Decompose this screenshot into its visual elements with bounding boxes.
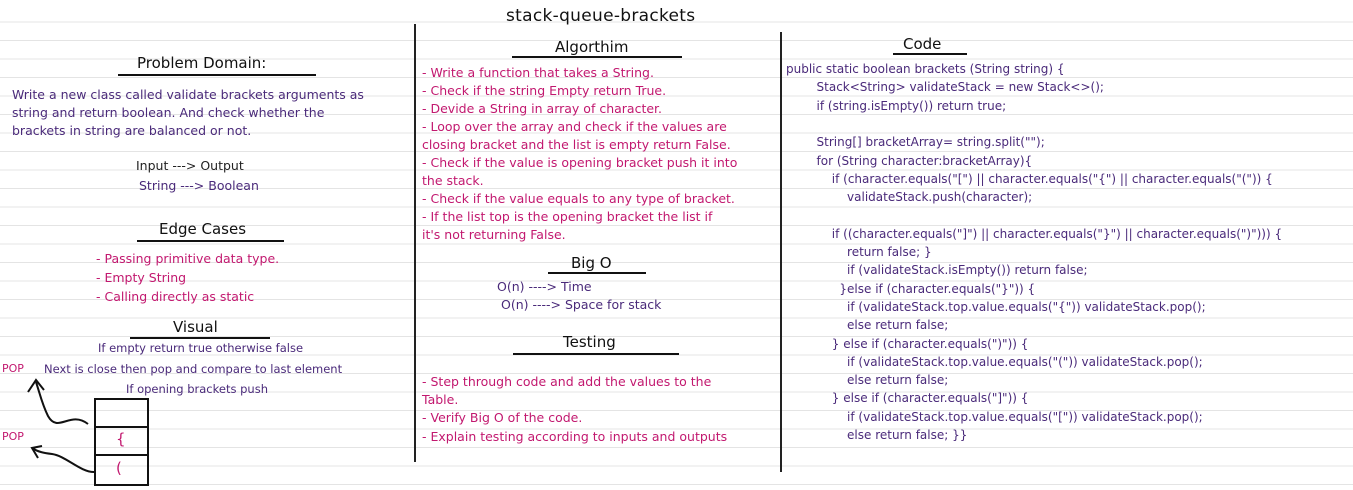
code-block: public static boolean brackets (String s… — [786, 60, 1350, 450]
stack-divider-1 — [96, 426, 147, 428]
big-o-time: O(n) ----> Time — [497, 279, 592, 294]
code-line: else return false; — [786, 373, 949, 388]
code-line: for (String character:bracketArray){ — [786, 153, 1033, 168]
code-line: String[] bracketArray= string.split(""); — [786, 135, 1045, 150]
algorithm-line-2: - Check if the string Empty return True. — [422, 83, 667, 98]
edge-cases-heading: Edge Cases — [159, 220, 247, 238]
code-line: if (character.equals("[") || character.e… — [786, 171, 1273, 186]
code-line: if (validateStack.top.value.equals("("))… — [786, 354, 1203, 369]
pop-arrow-bottom-head — [30, 445, 43, 459]
column-divider-left — [414, 24, 416, 462]
algorithm-line-5: closing bracket and the list is empty re… — [422, 137, 731, 152]
testing-line-1: - Step through code and add the values t… — [422, 374, 712, 389]
code-heading: Code — [903, 35, 942, 53]
problem-domain-heading: Problem Domain: — [137, 54, 267, 72]
code-line: else return false; — [786, 318, 949, 333]
problem-domain-underline — [118, 74, 316, 76]
pop-arrow-bottom-curve — [31, 447, 95, 473]
algorithm-line-1: - Write a function that takes a String. — [422, 65, 654, 80]
testing-line-2: Table. — [422, 392, 459, 407]
algorithm-line-3: - Devide a String in array of character. — [422, 101, 663, 116]
code-line: }else if (character.equals("}")) { — [786, 281, 1036, 296]
code-line: validateStack.push(character); — [786, 190, 1033, 205]
stack-cell-curly: { — [116, 430, 126, 448]
code-line: else return false; }} — [786, 428, 968, 442]
edge-case-2: - Empty String — [96, 270, 187, 285]
code-line: public static boolean brackets (String s… — [786, 62, 1065, 76]
algorithm-line-7: the stack. — [422, 173, 484, 188]
code-line: if (validateStack.isEmpty()) return fals… — [786, 263, 1088, 278]
algorithm-line-6: - Check if the value is opening bracket … — [422, 155, 738, 170]
edge-case-1: - Passing primitive data type. — [96, 251, 280, 266]
big-o-heading: Big O — [571, 254, 612, 272]
io-types: String ---> Boolean — [139, 178, 259, 193]
algorithm-line-10: it's not returning False. — [422, 227, 566, 242]
visual-note-2: Next is close then pop and compare to la… — [44, 362, 343, 376]
code-line: if (validateStack.top.value.equals("["))… — [786, 409, 1203, 424]
io-header: Input ---> Output — [136, 158, 244, 173]
code-line: if (validateStack.top.value.equals("{"))… — [786, 299, 1206, 314]
pop-arrows — [27, 378, 95, 473]
code-underline — [893, 53, 967, 55]
problem-line-1: Write a new class called validate bracke… — [12, 87, 364, 102]
big-o-underline — [548, 272, 646, 274]
testing-heading: Testing — [563, 333, 616, 351]
testing-line-3: - Verify Big O of the code. — [422, 410, 583, 425]
code-line: return false; } — [786, 245, 932, 259]
edge-case-3: - Calling directly as static — [96, 289, 255, 304]
visual-underline — [130, 337, 270, 339]
algorithm-line-8: - Check if the value equals to any type … — [422, 191, 735, 206]
algorithm-line-9: - If the list top is the opening bracket… — [422, 209, 713, 224]
visual-heading: Visual — [173, 318, 218, 336]
code-line: Stack<String> validateStack = new Stack<… — [786, 80, 1104, 95]
edge-cases-underline — [137, 240, 284, 242]
page-title: stack-queue-brackets — [506, 6, 696, 26]
column-divider-right — [780, 32, 782, 472]
algorithm-underline — [512, 56, 682, 58]
algorithm-line-4: - Loop over the array and check if the v… — [422, 119, 727, 134]
stack-divider-2 — [96, 454, 147, 456]
code-line: } else if (character.equals("]")) { — [786, 391, 1029, 406]
big-o-space: O(n) ----> Space for stack — [501, 297, 662, 312]
pop-arrow-top-head — [27, 378, 45, 393]
visual-note-1: If empty return true otherwise false — [98, 341, 304, 355]
problem-line-2: string and return boolean. And check whe… — [12, 105, 325, 120]
visual-note-3: If opening brackets push — [126, 382, 268, 396]
pop-label-top: POP — [2, 362, 24, 375]
stack-cell-paren: ( — [116, 459, 122, 477]
pop-label-bottom: POP — [2, 430, 24, 443]
pop-arrow-top-curve — [35, 381, 89, 425]
testing-line-4: - Explain testing according to inputs an… — [422, 429, 728, 444]
testing-underline — [513, 353, 679, 355]
problem-line-3: brackets in string are balanced or not. — [12, 123, 252, 138]
stack-diagram: { ( — [94, 398, 149, 486]
algorithm-heading: Algorthim — [555, 38, 629, 56]
code-line: } else if (character.equals(")")) { — [786, 336, 1029, 351]
code-line: if (string.isEmpty()) return true; — [786, 98, 1007, 113]
code-line: if ((character.equals("]") || character.… — [786, 226, 1283, 241]
